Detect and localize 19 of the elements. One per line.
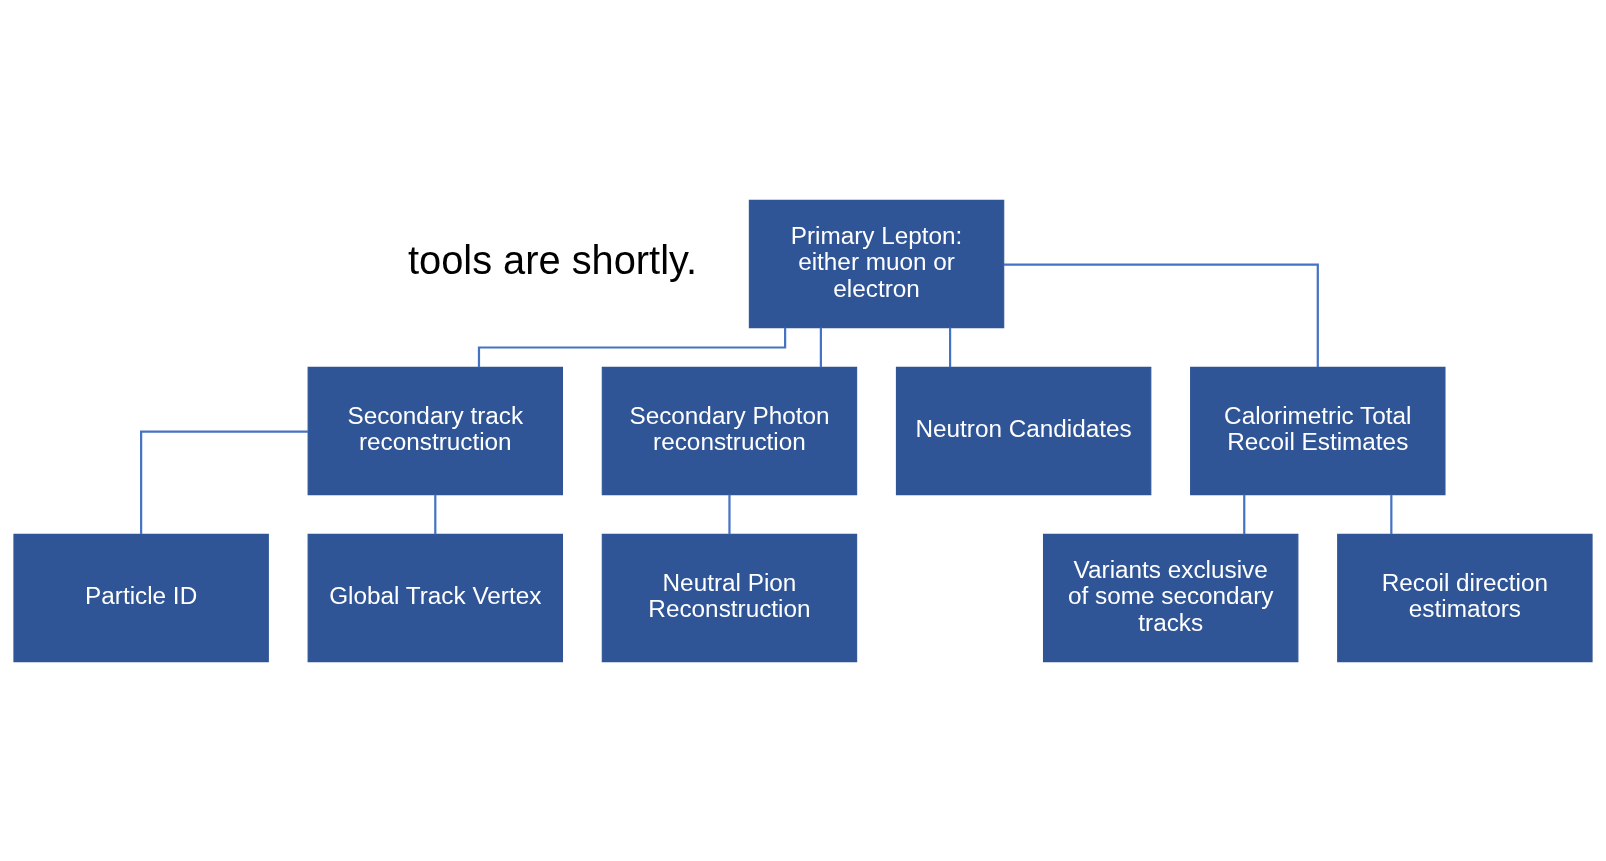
connector	[1003, 262, 1319, 367]
label: tools are shortly.	[408, 237, 698, 282]
connector	[140, 429, 308, 534]
node-box: Neutral Pion Reconstruction	[601, 533, 858, 662]
connector	[1390, 494, 1393, 534]
node-box: Particle ID	[13, 533, 269, 662]
node-box: Neutron Candidates	[895, 366, 1152, 495]
node-box: Secondary track reconstruction	[307, 366, 564, 495]
node-box: Secondary Photon reconstruction	[601, 366, 858, 495]
node-box: Recoil direction estimators	[1337, 533, 1593, 662]
node-box: Calorimetric Total Recoil Estimates	[1190, 366, 1446, 495]
node-box: Primary Lepton: either muon or electron	[748, 199, 1005, 328]
connector	[728, 494, 731, 534]
connector	[1243, 494, 1246, 534]
node-box: Variants exclusive of some secondary tracks	[1042, 533, 1299, 662]
connector	[434, 494, 437, 534]
connector	[819, 327, 822, 367]
connector	[948, 327, 952, 367]
node-box: Global Track Vertex	[307, 533, 564, 662]
